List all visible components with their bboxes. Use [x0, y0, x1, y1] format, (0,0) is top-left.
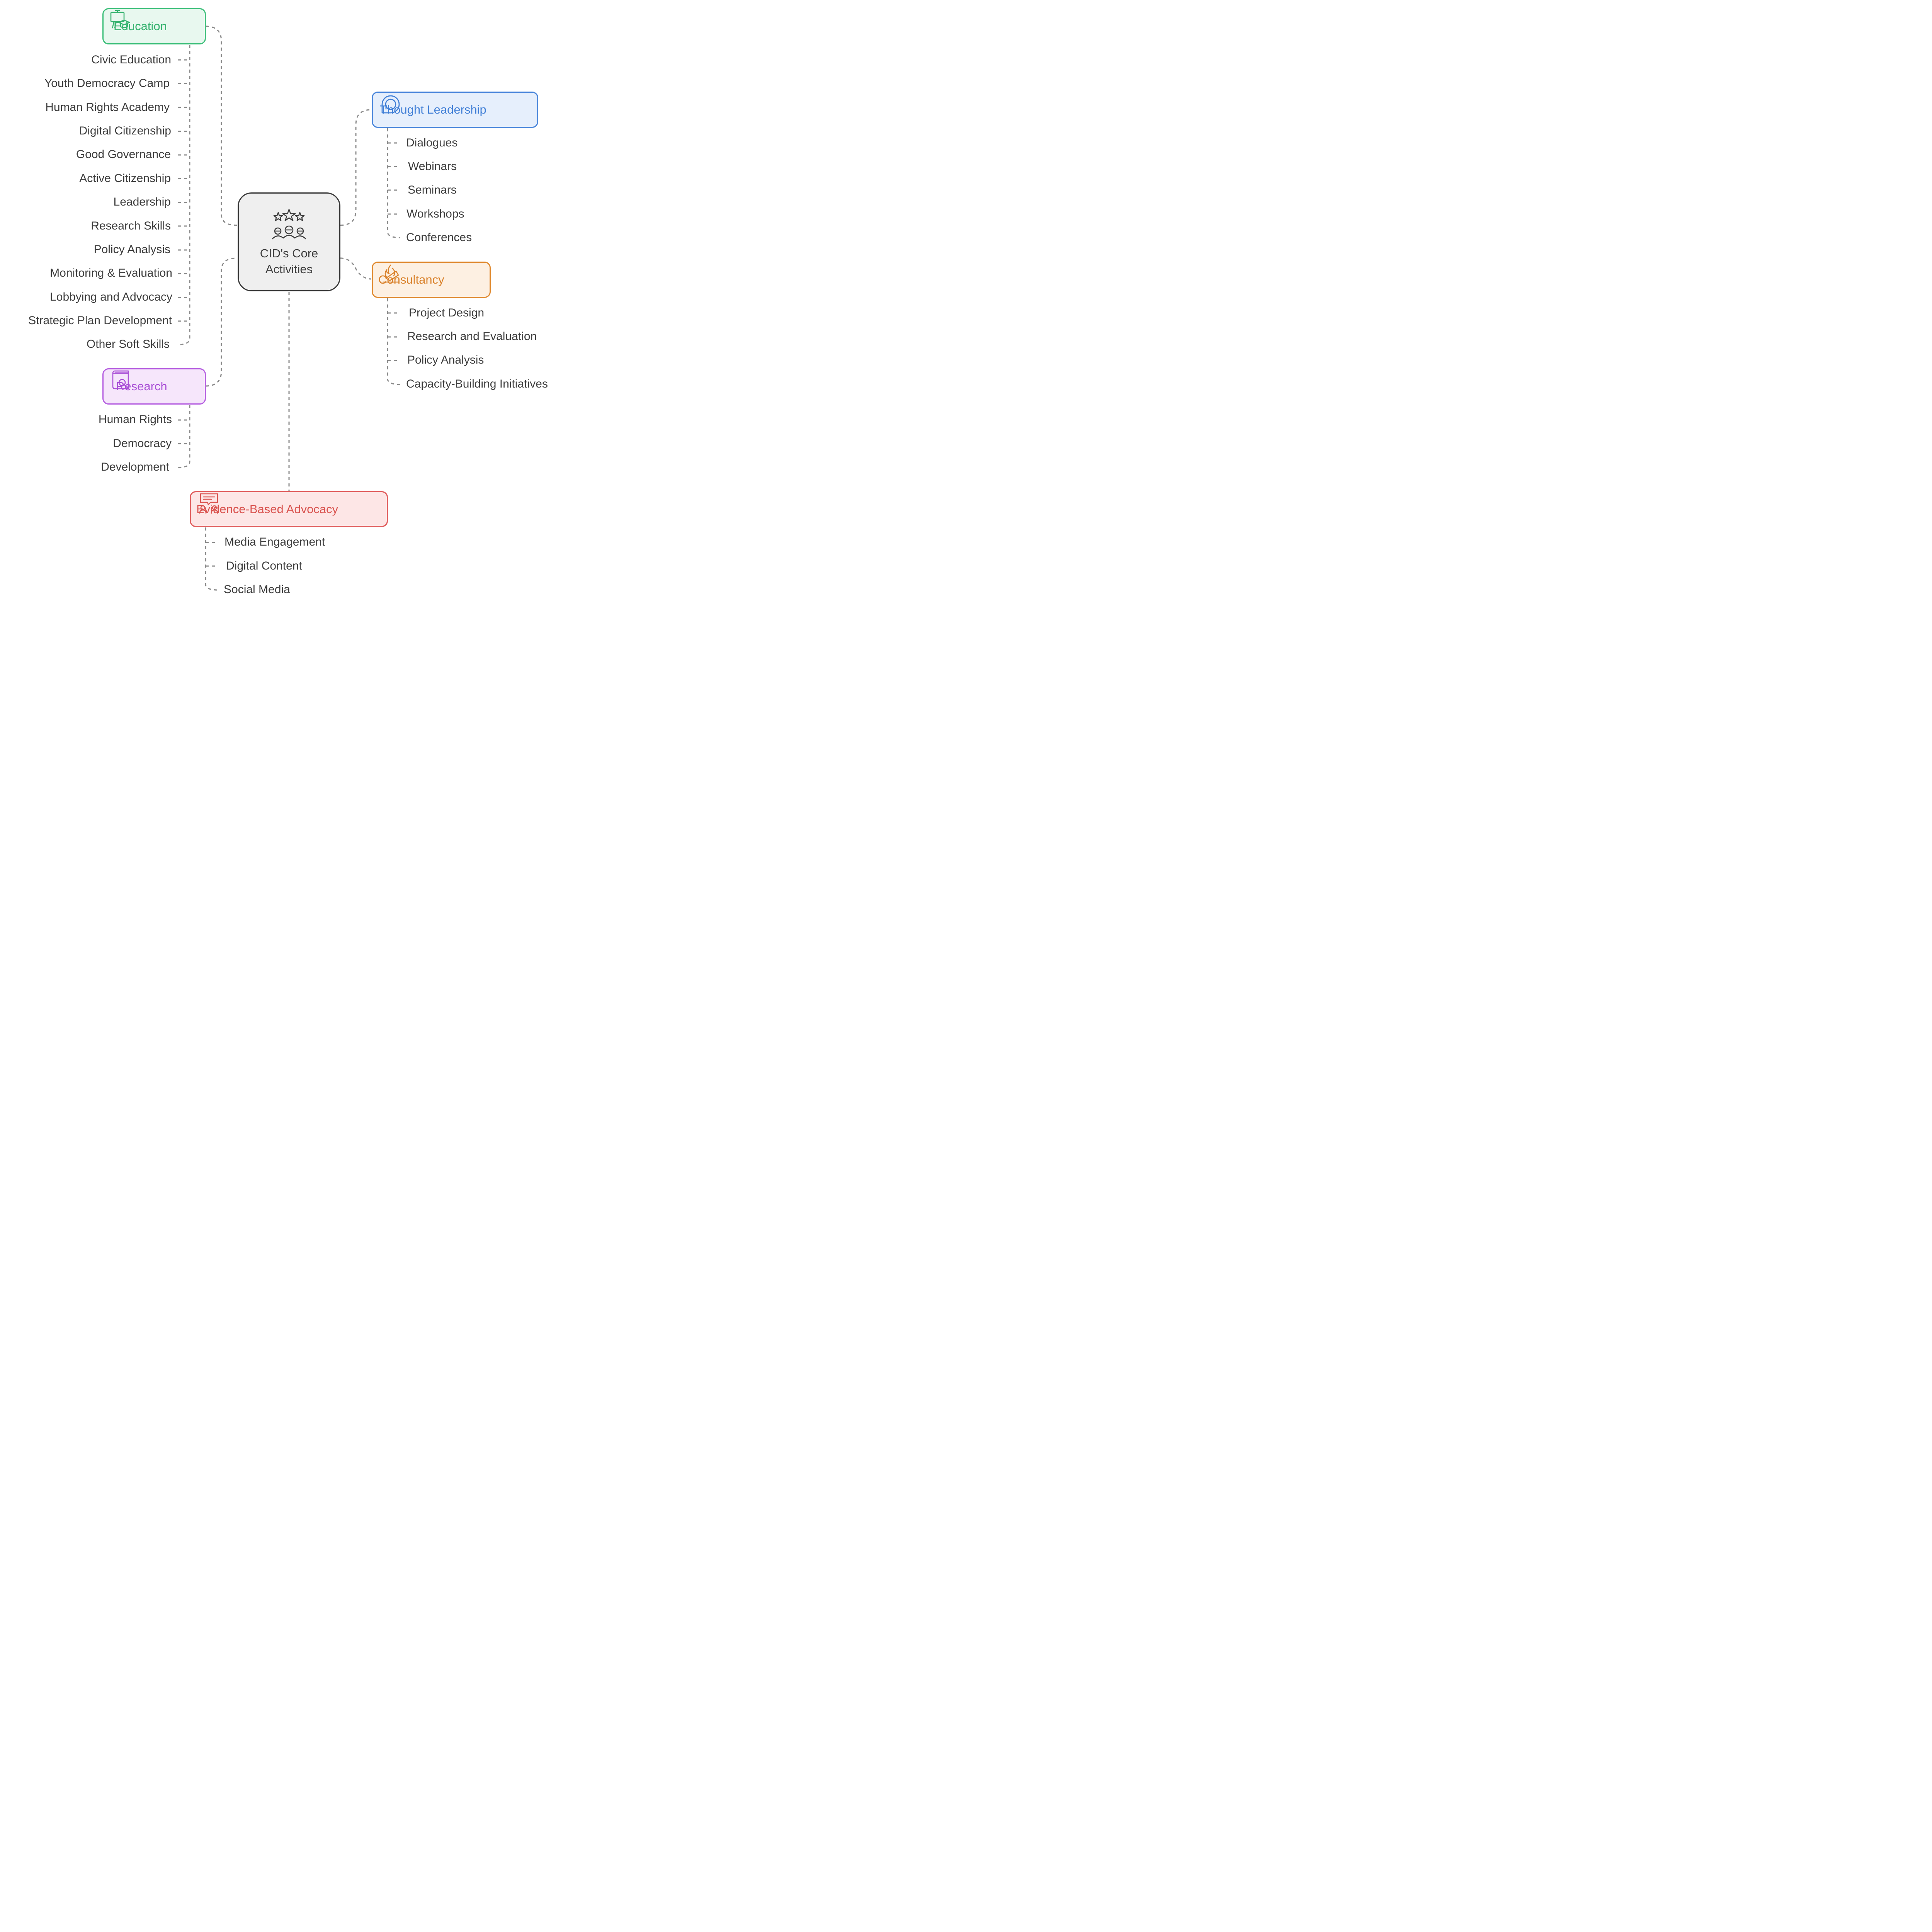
connector-thought-trunk — [387, 128, 401, 238]
center-title-line2: Activities — [265, 262, 313, 276]
leaf-education-2[interactable]: Youth Democracy Camp — [44, 77, 170, 90]
leaf-education-12[interactable]: Strategic Plan Development — [28, 314, 172, 327]
center-node[interactable]: CID's Core Activities — [238, 192, 340, 291]
connector-education-trunk — [177, 45, 190, 345]
leaf-consultancy-4[interactable]: Capacity-Building Initiatives — [406, 378, 548, 390]
evidence-based-advocacy-node[interactable]: Evidence-Based Advocacy — [190, 491, 388, 527]
leaf-education-5[interactable]: Good Governance — [76, 148, 171, 161]
connector-center-education — [206, 26, 237, 226]
mind-map: CID's Core Activities Education Research — [0, 0, 580, 608]
leaf-education-11[interactable]: Lobbying and Advocacy — [50, 291, 172, 303]
evidence-based-advocacy-label: Evidence-Based Advocacy — [196, 502, 338, 516]
leaf-consultancy-2[interactable]: Research and Evaluation — [407, 330, 537, 343]
leaf-education-7[interactable]: Leadership — [113, 196, 171, 208]
leaf-education-10[interactable]: Monitoring & Evaluation — [50, 267, 172, 279]
connector-consultancy-trunk — [387, 298, 401, 385]
leaf-research-3[interactable]: Development — [101, 461, 169, 473]
leaf-education-9[interactable]: Policy Analysis — [94, 243, 170, 256]
team-stars-icon — [272, 209, 306, 240]
leaf-education-3[interactable]: Human Rights Academy — [45, 101, 170, 114]
leaf-thought-4[interactable]: Workshops — [406, 207, 464, 220]
education-node[interactable]: Education — [102, 8, 206, 44]
handshake-fire-icon — [382, 264, 399, 283]
leaf-thought-1[interactable]: Dialogues — [406, 136, 458, 149]
leaf-education-1[interactable]: Civic Education — [91, 53, 171, 66]
connector-advocacy-trunk — [205, 527, 219, 591]
leaf-advocacy-3[interactable]: Social Media — [224, 583, 290, 596]
leaf-thought-2[interactable]: Webinars — [408, 160, 457, 173]
leaf-education-6[interactable]: Active Citizenship — [79, 172, 171, 185]
consultancy-node[interactable]: Consultancy — [372, 262, 491, 298]
connector-research-trunk — [177, 405, 190, 468]
leaf-consultancy-3[interactable]: Policy Analysis — [407, 354, 484, 366]
leaf-consultancy-1[interactable]: Project Design — [409, 306, 485, 319]
book-search-icon — [112, 370, 129, 389]
consultancy-label: Consultancy — [378, 273, 444, 286]
leaf-research-2[interactable]: Democracy — [113, 437, 172, 450]
leaf-advocacy-2[interactable]: Digital Content — [226, 560, 302, 572]
thought-leadership-node[interactable]: Thought Leadership — [372, 92, 538, 128]
research-label: Research — [116, 379, 167, 393]
leaf-thought-3[interactable]: Seminars — [408, 184, 457, 196]
leaf-education-4[interactable]: Digital Citizenship — [79, 124, 171, 137]
leaf-advocacy-1[interactable]: Media Engagement — [224, 536, 325, 548]
leaf-research-1[interactable]: Human Rights — [98, 413, 172, 426]
connector-center-research — [206, 257, 237, 387]
presentation-audience-icon — [199, 493, 218, 514]
center-title-line1: CID's Core — [260, 247, 318, 260]
connector-center-consultancy — [340, 257, 372, 280]
research-node[interactable]: Research — [102, 368, 206, 405]
speech-bubble-icon — [381, 95, 400, 114]
leaf-education-8[interactable]: Research Skills — [91, 219, 171, 232]
connector-lines — [177, 26, 401, 591]
center-title: CID's Core Activities — [239, 245, 339, 277]
connector-center-thought — [340, 109, 372, 226]
leaf-thought-5[interactable]: Conferences — [406, 231, 472, 244]
classroom-graduation-icon — [110, 10, 130, 29]
leaf-education-13[interactable]: Other Soft Skills — [86, 338, 170, 350]
